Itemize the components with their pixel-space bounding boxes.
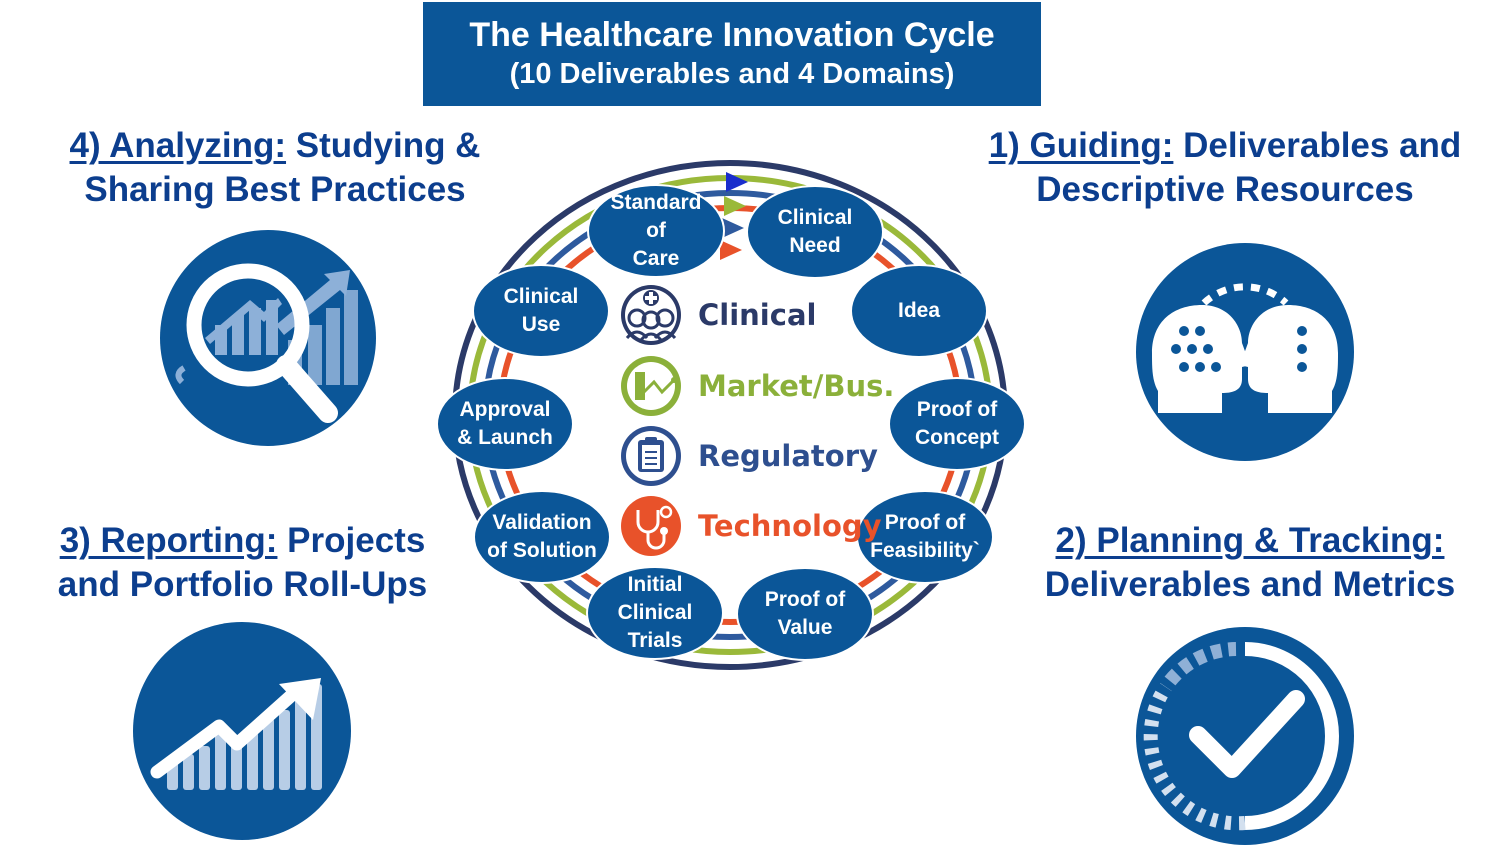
domain-label-clinical: Clinical — [698, 298, 817, 332]
cycle-node-oval — [472, 264, 610, 358]
arrowhead-navy — [726, 172, 748, 192]
magnifier-chart-icon — [160, 230, 376, 446]
cycle-node-oval — [856, 490, 994, 584]
domain-label-market: Market/Bus. — [698, 369, 895, 403]
checkmark-progress-icon — [1136, 627, 1354, 845]
cycle-node-oval — [586, 566, 724, 660]
cycle-node-line: Clinical — [503, 285, 579, 308]
cycle-node-oval — [436, 377, 574, 471]
cycle-node-line: Trials — [627, 629, 683, 652]
cycle-node-line: Feasibility` — [870, 539, 980, 562]
heading-analyzing-lead: 4) Analyzing: — [69, 126, 287, 165]
heading-guiding-line2: Descriptive Resources — [1036, 170, 1414, 209]
heading-analyzing-rest: Studying & — [286, 126, 481, 165]
title-line-2: (10 Deliverables and 4 Domains) — [509, 58, 955, 90]
cycle-node-line: Use — [521, 313, 561, 336]
cycle-node-line: Validation — [492, 511, 592, 534]
heading-reporting-line2: and Portfolio Roll-Ups — [57, 565, 428, 604]
heading-reporting-lead: 3) Reporting: — [59, 521, 278, 560]
cycle-node-label: Proof of Value — [737, 586, 873, 642]
cycle-node-line: Clinical — [777, 206, 853, 229]
trend-up-chart-icon — [133, 622, 351, 840]
cycle-node-oval — [473, 490, 611, 584]
cycle-node-line: Clinical — [617, 601, 693, 624]
cycle-node-oval — [888, 377, 1026, 471]
diagram-title: The Healthcare Innovation Cycle (10 Deli… — [423, 2, 1041, 106]
cycle-node-line: Initial — [627, 573, 683, 596]
innovation-cycle-diagram — [436, 160, 1026, 670]
cycle-node-line: Idea — [897, 299, 941, 322]
heading-analyzing: 4) Analyzing: Studying & Sharing Best Pr… — [30, 124, 520, 212]
doctors-icon — [621, 285, 681, 345]
cycle-node-line: Proof of — [916, 398, 998, 421]
title-line-1: The Healthcare Innovation Cycle — [469, 16, 995, 54]
cycle-node-line: of Solution — [487, 539, 597, 562]
clipboard-icon — [621, 426, 681, 486]
arrowhead-blue — [722, 218, 744, 238]
arrowhead-green — [724, 196, 746, 216]
two-heads-icon — [1136, 243, 1354, 461]
cycle-node-line: Care — [632, 247, 680, 270]
heading-reporting-rest: Projects — [277, 521, 426, 560]
cycle-node-line: Need — [789, 234, 841, 257]
cycle-node-line: Proof of — [764, 588, 846, 611]
cycle-node-oval — [746, 185, 884, 279]
cycle-node-label: Proof of Feasibility` — [857, 509, 993, 565]
market-chart-icon — [621, 356, 681, 416]
arrowhead-red — [720, 240, 742, 260]
cycle-node-label: Validation of Solution — [474, 509, 610, 565]
cycle-node-oval — [850, 264, 988, 358]
cycle-node-line: Concept — [915, 426, 999, 449]
cycle-node-label: Approval & Launch — [437, 396, 573, 452]
heading-planning-lead: 2) Planning & Tracking: — [1055, 521, 1445, 560]
ring-arrowheads — [720, 172, 748, 260]
heading-reporting: 3) Reporting: Projects and Portfolio Rol… — [20, 519, 465, 607]
cycle-node-line: & Launch — [457, 426, 553, 449]
cycle-node-oval — [736, 567, 874, 661]
cycle-node-line: Approval — [459, 398, 551, 421]
heading-guiding: 1) Guiding: Deliverables and Descriptive… — [960, 124, 1490, 212]
heading-analyzing-line2: Sharing Best Practices — [84, 170, 466, 209]
cycle-node-label: Idea — [851, 297, 987, 325]
domain-label-regulatory: Regulatory — [698, 439, 878, 473]
domain-label-technology: Technology — [698, 509, 882, 543]
cycle-node-label: Proof of Concept — [889, 396, 1025, 452]
stethoscope-gear-icon — [621, 496, 681, 556]
cycle-node-line: Value — [777, 616, 833, 639]
heading-planning-line2: Deliverables and Metrics — [1044, 565, 1456, 604]
heading-guiding-rest: Deliverables and — [1173, 126, 1462, 165]
cycle-node-oval — [587, 184, 725, 278]
cycle-node-line: of — [646, 219, 666, 242]
heading-guiding-lead: 1) Guiding: — [988, 126, 1174, 165]
cycle-node-line: Standard — [610, 191, 702, 214]
heading-planning: 2) Planning & Tracking: Deliverables and… — [1010, 519, 1490, 607]
cycle-node-line: Proof of — [884, 511, 966, 534]
